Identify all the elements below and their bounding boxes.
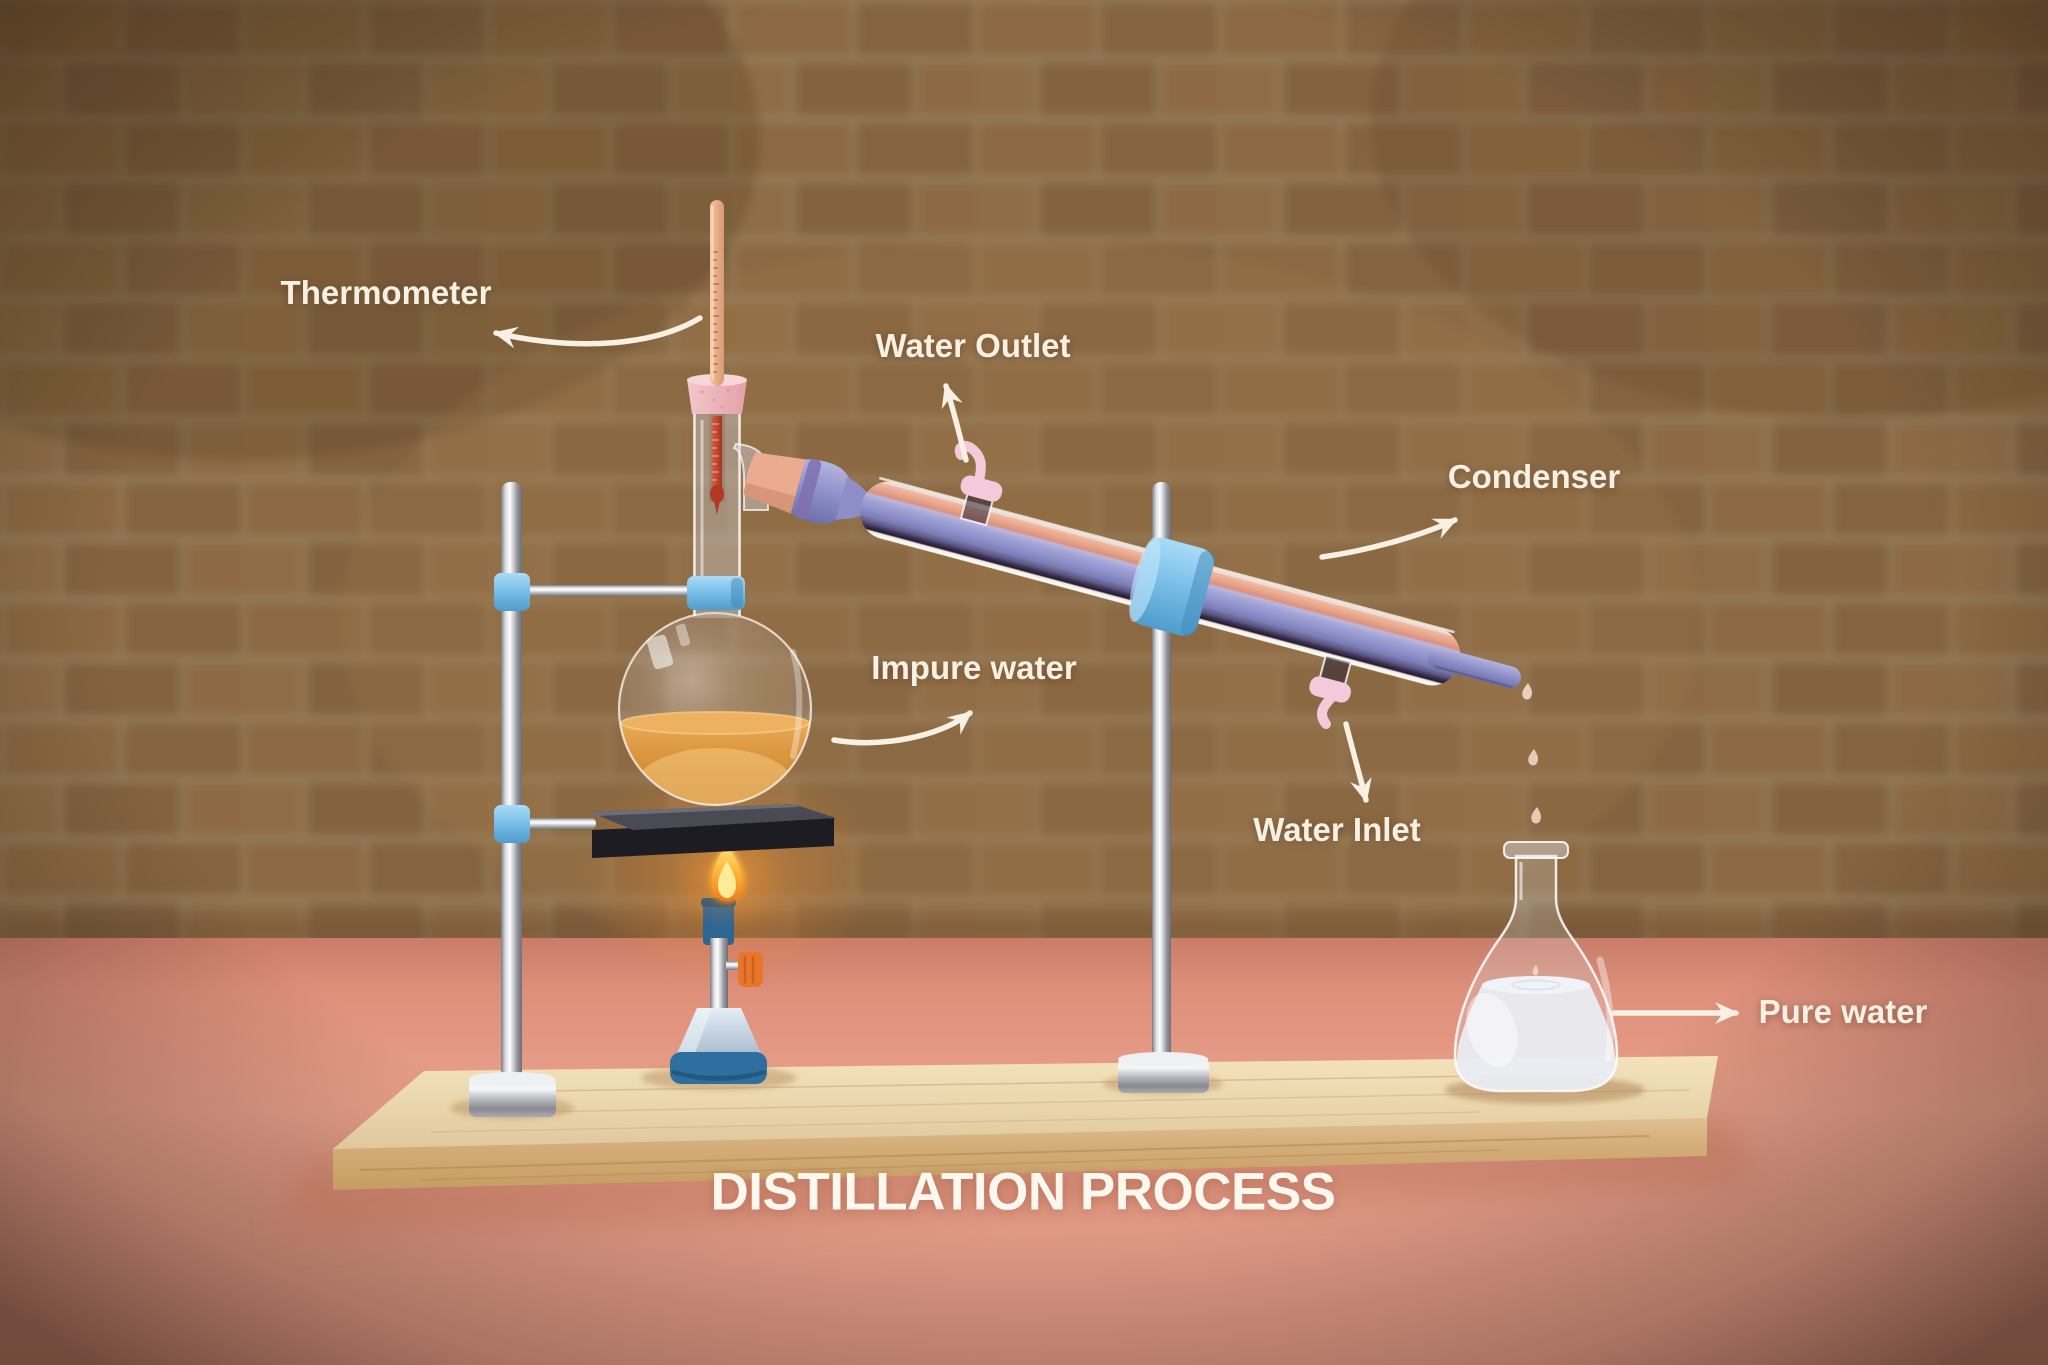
label-thermometer: Thermometer [280,274,492,311]
neck-clamp [687,576,745,610]
annotation-arrows [493,315,1739,1024]
pure-liquid [1456,985,1616,1090]
water-inlet-arrow [1343,721,1372,803]
glass-reflection [646,634,674,670]
condenser-inner-tube [1427,647,1521,689]
stopper [687,379,747,414]
stand-base [1118,1057,1209,1093]
stand-base [469,1077,556,1117]
page-title: DISTILLATION PROCESS [710,1162,1336,1222]
gas-valve-knob [738,952,763,987]
water-inlet-port [1309,653,1353,729]
condenser [743,452,1521,689]
label-pure-water: Pure water [1758,993,1928,1030]
flask-lip [1503,841,1569,859]
condenser-clamp [1129,536,1216,637]
label-condenser: Condenser [1447,458,1621,495]
burner-tube [710,938,728,1012]
flask-glass [1453,854,1619,1093]
retort-stand-left [469,482,696,1117]
thermometer-mercury [710,416,724,515]
water-drops [1522,683,1541,824]
thermometer [710,200,724,386]
impure-water-arrow [831,710,973,746]
round-bottom-flask [617,200,813,807]
thermometer-arrow [493,315,703,349]
label-impure-water: Impure water [871,649,1077,686]
label-water-outlet: Water Outlet [875,327,1071,364]
support-rod-upper [520,585,696,596]
gas-valve-stem [726,961,744,970]
inlet-tube [1317,692,1337,729]
water-outlet-port [954,441,1003,527]
water-outlet-arrow [941,383,969,463]
rod-clamp [494,573,530,843]
erlenmeyer-flask [1453,841,1619,1093]
flame-core [718,861,736,898]
label-water-inlet: Water Inlet [1253,811,1421,848]
condenser-arrow [1319,517,1458,560]
support-rod-lower [520,818,596,829]
heating-plate [590,804,836,858]
outlet-tube [954,441,986,489]
